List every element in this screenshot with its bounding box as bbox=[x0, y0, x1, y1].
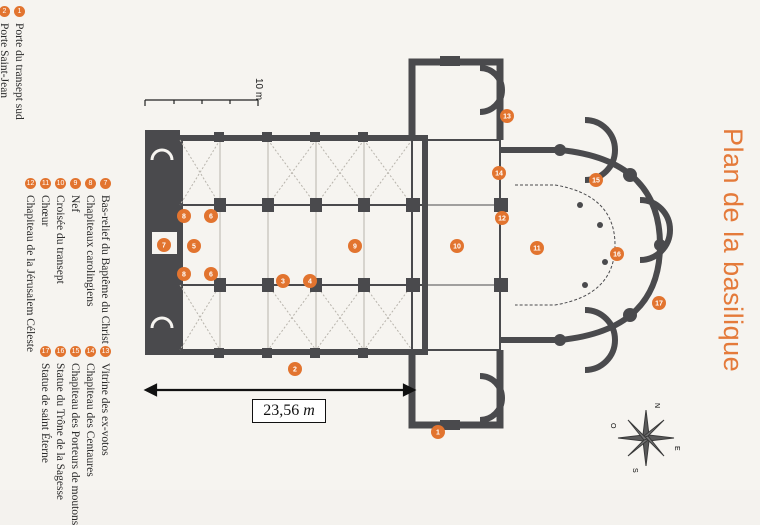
plan-marker-label: 14 bbox=[495, 171, 503, 178]
plan-marker: 8 bbox=[177, 267, 191, 281]
plan-marker-label: 1 bbox=[436, 430, 440, 437]
plan-marker: 11 bbox=[530, 241, 544, 255]
plan-marker: 7 bbox=[157, 238, 171, 252]
plan-marker: 8 bbox=[177, 209, 191, 223]
plan-marker: 6 bbox=[204, 209, 218, 223]
plan-marker: 13 bbox=[500, 109, 514, 123]
plan-marker-label: 2 bbox=[293, 367, 297, 374]
plan-marker-label: 5 bbox=[192, 244, 196, 251]
plan-marker: 14 bbox=[492, 166, 506, 180]
plan-marker-label: 8 bbox=[182, 272, 186, 279]
plan-marker: 10 bbox=[450, 239, 464, 253]
plan-marker: 15 bbox=[589, 173, 603, 187]
nave bbox=[177, 132, 428, 358]
plan-marker: 17 bbox=[652, 296, 666, 310]
plan-marker: 9 bbox=[348, 239, 362, 253]
plan-marker: 16 bbox=[610, 247, 624, 261]
plan-marker: 4 bbox=[303, 274, 317, 288]
plan-marker: 1 bbox=[431, 425, 445, 439]
choir-apse bbox=[500, 117, 673, 373]
plan-marker: 3 bbox=[276, 274, 290, 288]
measurement-label: 23,56 m bbox=[252, 399, 326, 423]
plan-marker-label: 15 bbox=[592, 178, 600, 185]
scale-bar bbox=[144, 99, 259, 106]
plan-marker: 2 bbox=[288, 362, 302, 376]
plan-marker: 5 bbox=[187, 239, 201, 253]
plan-marker-label: 10 bbox=[453, 244, 461, 251]
basilica-plan bbox=[143, 56, 675, 467]
plan-marker-label: 11 bbox=[533, 246, 541, 253]
plan-marker-label: 12 bbox=[498, 216, 506, 223]
plan-marker: 6 bbox=[204, 267, 218, 281]
plan-marker-label: 17 bbox=[655, 301, 663, 308]
dimension-arrow bbox=[143, 383, 417, 397]
transept bbox=[406, 56, 508, 430]
measurement-value: 23,56 bbox=[263, 402, 300, 419]
plan-marker-label: 16 bbox=[613, 252, 621, 259]
plan-marker-label: 6 bbox=[209, 214, 213, 221]
plan-marker: 12 bbox=[495, 211, 509, 225]
measurement-unit: m bbox=[303, 402, 315, 419]
plan-marker-label: 4 bbox=[308, 279, 312, 286]
plan-marker-label: 8 bbox=[182, 214, 186, 221]
compass-rose bbox=[617, 409, 675, 467]
plan-marker-label: 13 bbox=[503, 114, 511, 121]
plan-marker-label: 9 bbox=[353, 244, 357, 251]
plan-marker-label: 6 bbox=[209, 272, 213, 279]
plan-marker-label: 3 bbox=[281, 279, 285, 286]
plan-marker-label: 7 bbox=[162, 243, 166, 250]
